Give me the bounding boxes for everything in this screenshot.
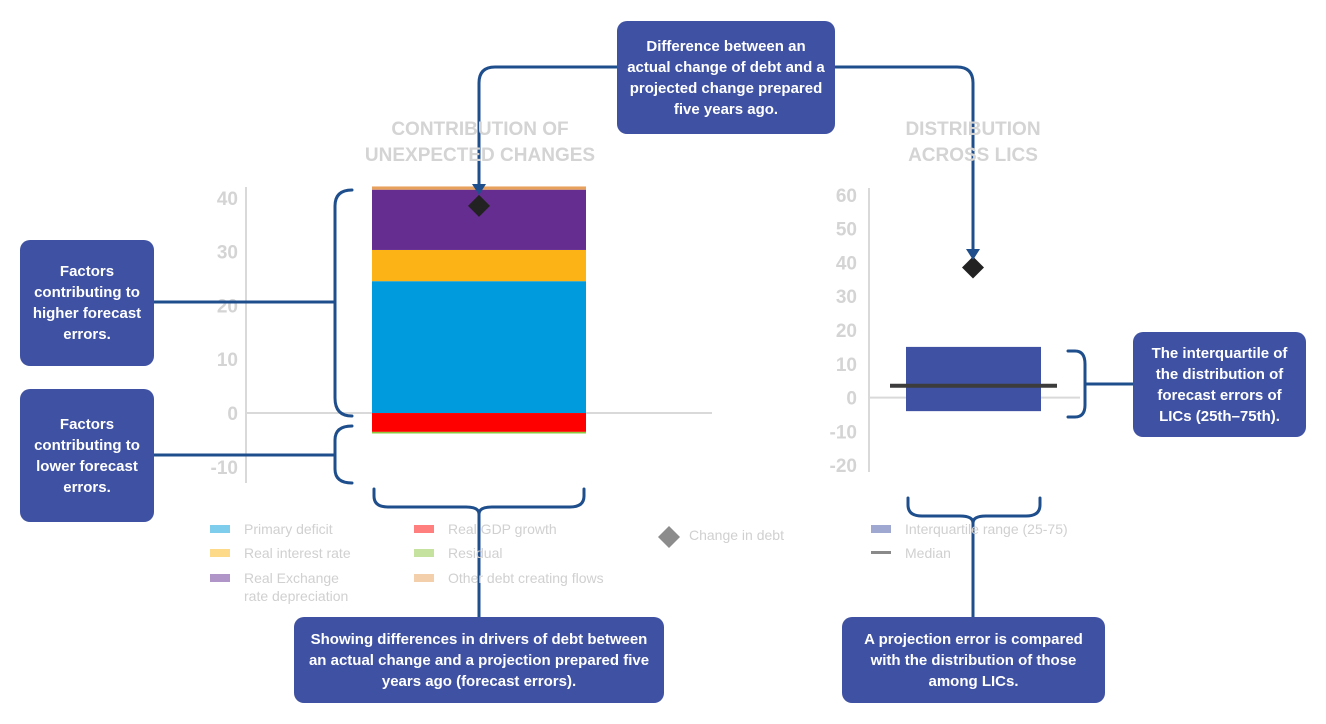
bracket-higher [152, 188, 354, 418]
legend-other-flows: Other debt creating flows [448, 570, 604, 586]
legend-swatch-real-interest-rate [210, 549, 230, 557]
legend-interquartile: Interquartile range (25-75) [905, 521, 1068, 537]
legend-swatch-real-exchange [210, 574, 230, 582]
right-y-tick-label: 10 [836, 355, 857, 376]
legend-swatch-residual [414, 549, 434, 557]
arrow-head-left [472, 184, 486, 195]
callout-interquartile: The interquartile of the distribution of… [1133, 332, 1306, 437]
legend-real-gdp-growth: Real GDP growth [448, 521, 557, 537]
arrow-head-right [966, 249, 980, 260]
callout-lower-errors: Factors contributing to lower forecast e… [20, 389, 154, 522]
left-y-tick-label: -10 [211, 458, 238, 479]
legend-change-in-debt: Change in debt [689, 527, 784, 543]
right-y-tick-label: 20 [836, 321, 857, 342]
right-chart: 60 50 40 30 20 10 0 -10 -20 [830, 186, 1080, 477]
bar-segment-primary-deficit [372, 281, 586, 414]
right-chart-title-line1: DISTRIBUTION [905, 119, 1041, 140]
bar-segment-residual [372, 431, 586, 434]
left-y-tick-label: 10 [217, 350, 238, 371]
right-y-tick-label: 50 [836, 220, 857, 241]
callout-bottom-left: Showing differences in drivers of debt b… [294, 617, 664, 703]
legend-real-interest-rate: Real interest rate [244, 545, 351, 561]
callout-top: Difference between an actual change of d… [617, 21, 835, 134]
right-chart-title: DISTRIBUTION ACROSS LICS [848, 117, 1098, 169]
right-y-tick-label: 60 [836, 186, 857, 207]
change-in-debt-marker [468, 194, 490, 217]
left-y-tick-label: 0 [227, 404, 238, 425]
legend-swatch-median [871, 551, 891, 554]
connector-top-right [833, 65, 975, 256]
legend-primary-deficit: Primary deficit [244, 521, 333, 537]
legend-swatch-interquartile [871, 525, 891, 533]
left-y-tick-label: 30 [217, 243, 238, 264]
bar-segment-real-interest-rate [372, 249, 586, 282]
right-y-tick-label: 0 [846, 389, 857, 410]
legend-real-exchange-line2: rate depreciation [244, 588, 349, 604]
lic-change-marker [962, 256, 984, 279]
legend-swatch-primary-deficit [210, 525, 230, 533]
right-y-tick-label: 30 [836, 287, 857, 308]
legend-swatch-real-gdp-growth [414, 525, 434, 533]
left-y-tick-label: 40 [217, 189, 238, 210]
right-y-tick-label: -20 [830, 456, 857, 477]
connector-top-left [477, 65, 619, 190]
legend-residual: Residual [448, 545, 503, 561]
interquartile-box [906, 346, 1041, 412]
legend-real-exchange-line1: Real Exchange [244, 570, 339, 586]
legend-median: Median [905, 545, 951, 561]
connectors [152, 65, 1135, 619]
bracket-lower [152, 424, 354, 485]
callout-higher-errors: Factors contributing to higher forecast … [20, 240, 154, 366]
left-chart-title-line1: CONTRIBUTION OF [391, 119, 569, 140]
bar-segment-real-gdp-growth [372, 413, 586, 432]
left-chart-title-line2: UNEXPECTED CHANGES [364, 145, 596, 166]
legend-diamond-icon [658, 526, 680, 548]
right-chart-title-line2: ACROSS LICS [908, 145, 1038, 166]
legend-swatch-other-flows [414, 574, 434, 582]
right-y-tick-label: -10 [830, 422, 857, 443]
bracket-interquartile [1066, 349, 1135, 419]
left-chart-title: CONTRIBUTION OF UNEXPECTED CHANGES [330, 117, 630, 169]
callout-bottom-right: A projection error is compared with the … [842, 617, 1105, 703]
right-y-tick-label: 40 [836, 253, 857, 274]
